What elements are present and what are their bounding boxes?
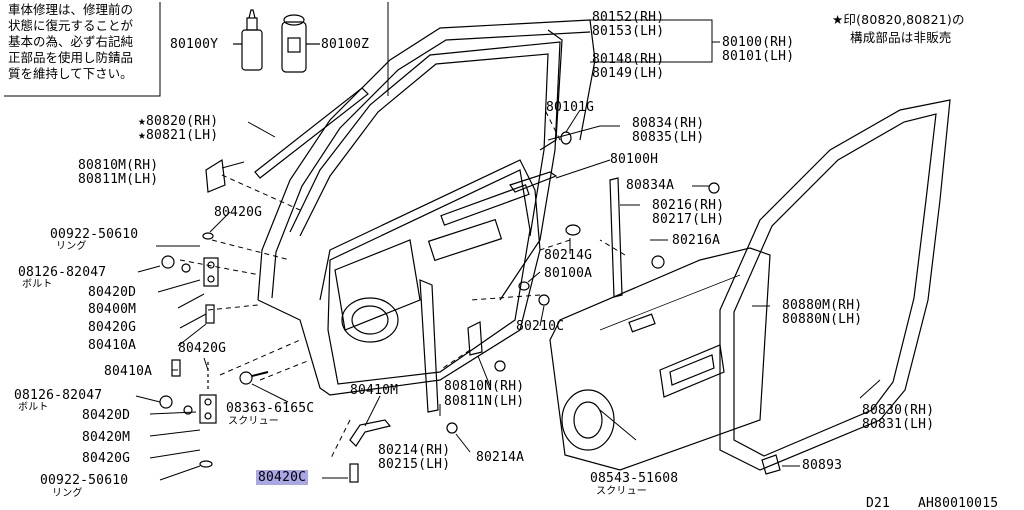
part-label-80101[interactable]: 80101(LH) bbox=[722, 49, 795, 64]
non-sale-note-line2: 構成部品は非販売 bbox=[850, 30, 952, 45]
part-label-80215[interactable]: 80215(LH) bbox=[378, 457, 451, 472]
sash-channel bbox=[419, 279, 439, 413]
part-label-80101G[interactable]: 80101G bbox=[546, 100, 595, 115]
part-label-80100Y[interactable]: 80100Y bbox=[170, 37, 219, 52]
part-label-08543[interactable]: 08543-51608 bbox=[590, 471, 679, 486]
part-label-80210C[interactable]: 80210C bbox=[516, 319, 565, 334]
notice-line: 状態に復元することが bbox=[8, 18, 134, 33]
part-label-80810M[interactable]: 80810M(RH) bbox=[78, 158, 159, 173]
repair-notice: 車体修理は、修理前の 状態に復元することが 基本の為、必ず右記純 正部品を使用し… bbox=[8, 2, 158, 82]
notice-line: 質を維持して下さい。 bbox=[8, 66, 133, 81]
part-label-80410M[interactable]: 80410M bbox=[350, 383, 399, 398]
part-label-80420G-bottom[interactable]: 80420G bbox=[82, 451, 131, 466]
outer-weatherstrip bbox=[254, 87, 369, 179]
notice-line: 正部品を使用し防錆品 bbox=[8, 50, 134, 65]
door-trim-panel bbox=[549, 247, 771, 471]
notice-box-frame bbox=[4, 2, 161, 97]
part-label-80100H[interactable]: 80100H bbox=[610, 152, 659, 167]
figure-code: AH80010015 bbox=[918, 496, 999, 510]
upper-hinge bbox=[161, 232, 219, 324]
part-label-80214A[interactable]: 80214A bbox=[476, 450, 525, 465]
glass-run-channel bbox=[509, 29, 563, 193]
part-desc-bolt-lower: ボルト bbox=[18, 402, 49, 413]
part-label-80893[interactable]: 80893 bbox=[802, 458, 843, 473]
part-label-80400M[interactable]: 80400M bbox=[88, 302, 137, 317]
door-sash bbox=[257, 19, 596, 301]
part-label-80810N[interactable]: 80810N(RH) bbox=[444, 379, 525, 394]
part-desc-screw-08543: スクリュー bbox=[596, 486, 647, 497]
rear-channel bbox=[609, 177, 623, 298]
part-label-80835[interactable]: 80835(LH) bbox=[632, 130, 705, 145]
label-leaders bbox=[135, 19, 881, 481]
part-label-80834A[interactable]: 80834A bbox=[626, 178, 675, 193]
part-label-80834[interactable]: 80834(RH) bbox=[632, 116, 705, 131]
notice-line: 車体修理は、修理前の bbox=[8, 2, 134, 17]
part-label-80100A[interactable]: 80100A bbox=[544, 266, 593, 281]
part-label-08126-lower[interactable]: 08126-82047 bbox=[14, 388, 103, 403]
part-label-80100[interactable]: 80100(RH) bbox=[722, 35, 795, 50]
part-label-80214G[interactable]: 80214G bbox=[544, 248, 593, 263]
part-label-80820[interactable]: ★80820(RH) bbox=[138, 114, 219, 129]
part-label-80148[interactable]: 80148(RH) bbox=[592, 52, 665, 67]
lower-hinge bbox=[159, 359, 217, 468]
part-label-80100Z[interactable]: 80100Z bbox=[321, 37, 370, 52]
part-label-80811M[interactable]: 80811M(LH) bbox=[78, 172, 159, 187]
part-label-80831[interactable]: 80831(LH) bbox=[862, 417, 935, 432]
screw-08363 bbox=[239, 371, 269, 385]
door-weatherstrip bbox=[719, 99, 951, 471]
part-desc-screw-08363: スクリュー bbox=[228, 416, 279, 427]
part-label-80821[interactable]: ★80821(LH) bbox=[138, 128, 219, 143]
part-desc-ring-lower: リング bbox=[52, 488, 83, 499]
door-check bbox=[349, 419, 392, 483]
part-label-80420G-lower[interactable]: 80420G bbox=[178, 341, 227, 356]
part-label-80420D-lower[interactable]: 80420D bbox=[82, 408, 131, 423]
part-label-08126-upper[interactable]: 08126-82047 bbox=[18, 265, 107, 280]
non-sale-note-line1: ★印(80820,80821)の bbox=[832, 12, 965, 27]
part-label-80410A-lower[interactable]: 80410A bbox=[104, 364, 153, 379]
spray-can-icon bbox=[281, 14, 307, 73]
touch-up-bottle-icon bbox=[241, 9, 263, 71]
model-code: D21 bbox=[866, 496, 891, 510]
part-label-80214[interactable]: 80214(RH) bbox=[378, 443, 451, 458]
part-label-80420M[interactable]: 80420M bbox=[82, 430, 131, 445]
part-label-80149[interactable]: 80149(LH) bbox=[592, 66, 665, 81]
part-label-80420D-upper[interactable]: 80420D bbox=[88, 285, 137, 300]
bolts bbox=[446, 131, 720, 434]
part-desc-bolt-upper: ボルト bbox=[22, 279, 53, 290]
notice-line: 基本の為、必ず右記純 bbox=[8, 34, 134, 49]
part-label-00922-lower[interactable]: 00922-50610 bbox=[40, 473, 129, 488]
trim-clip bbox=[761, 454, 781, 475]
mirror-bracket bbox=[205, 158, 226, 193]
regulator-bracket bbox=[467, 321, 483, 356]
part-label-80420C-highlighted[interactable]: 80420C bbox=[256, 470, 309, 485]
part-label-80420G-mid[interactable]: 80420G bbox=[88, 320, 137, 335]
part-label-00922-upper[interactable]: 00922-50610 bbox=[50, 227, 139, 242]
part-label-80811N[interactable]: 80811N(LH) bbox=[444, 394, 525, 409]
part-label-08363[interactable]: 08363-6165C bbox=[226, 401, 315, 416]
part-label-80216[interactable]: 80216(RH) bbox=[652, 198, 725, 213]
part-label-80880M[interactable]: 80880M(RH) bbox=[782, 298, 863, 313]
part-label-80153[interactable]: 80153(LH) bbox=[592, 24, 665, 39]
part-label-80410A-upper[interactable]: 80410A bbox=[88, 338, 137, 353]
part-label-80217[interactable]: 80217(LH) bbox=[652, 212, 725, 227]
part-label-80152[interactable]: 80152(RH) bbox=[592, 10, 665, 25]
part-label-80830[interactable]: 80830(RH) bbox=[862, 403, 935, 418]
part-label-80216A[interactable]: 80216A bbox=[672, 233, 721, 248]
door-inner-panel bbox=[257, 159, 541, 396]
part-label-80420G-upper[interactable]: 80420G bbox=[214, 205, 263, 220]
part-label-80880N[interactable]: 80880N(LH) bbox=[782, 312, 863, 327]
part-desc-ring-upper: リング bbox=[56, 241, 87, 252]
